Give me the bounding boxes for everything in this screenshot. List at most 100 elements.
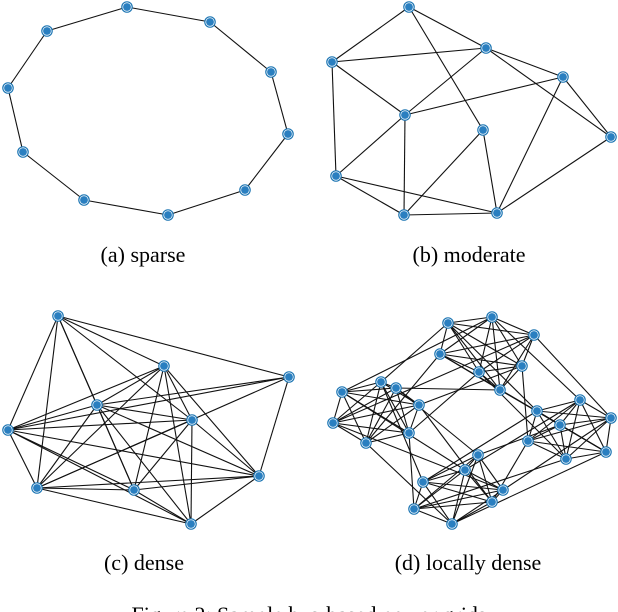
edge-moderate [562, 76, 612, 138]
edge-locally-dense [413, 454, 479, 510]
node-dense [253, 470, 265, 482]
edge-locally-dense [418, 404, 493, 503]
edge-locally-dense [380, 322, 449, 383]
node-locally-dense [522, 435, 534, 447]
edge-sparse [167, 189, 246, 216]
edge-dense [133, 419, 193, 491]
node-dense [31, 482, 43, 494]
node-locally-dense [408, 503, 420, 515]
edge-locally-dense [341, 316, 493, 393]
edge-locally-dense [439, 334, 535, 355]
graph-sparse [2, 1, 294, 221]
node-moderate [398, 209, 410, 221]
edge-locally-dense [413, 508, 453, 525]
node-sparse [2, 82, 14, 94]
edge-locally-dense [395, 387, 501, 391]
node-sparse [41, 25, 53, 37]
edge-locally-dense [422, 481, 453, 525]
edge-moderate [404, 76, 564, 116]
edge-dense [258, 376, 290, 477]
node-locally-dense [403, 427, 415, 439]
caption-dense: (c) dense [104, 550, 184, 575]
caption-sparse: (a) sparse [101, 242, 186, 267]
edge-locally-dense [527, 440, 607, 453]
node-locally-dense [486, 311, 498, 323]
edge-locally-dense [413, 501, 493, 510]
edge-dense [133, 475, 260, 491]
edge-dense [7, 429, 192, 525]
edge-locally-dense [447, 322, 480, 373]
node-locally-dense [327, 417, 339, 429]
edge-dense [36, 487, 135, 491]
node-locally-dense [554, 419, 566, 431]
edges-moderate [331, 6, 612, 216]
edge-locally-dense [380, 381, 424, 483]
edge-dense [7, 429, 38, 489]
node-locally-dense [442, 317, 454, 329]
edge-moderate [331, 6, 410, 63]
edge-locally-dense [499, 389, 561, 426]
node-moderate [403, 1, 415, 13]
edge-dense [57, 315, 290, 378]
nodes-sparse [2, 1, 294, 221]
edge-sparse [46, 6, 128, 32]
node-locally-dense [459, 464, 471, 476]
edge-moderate [408, 6, 487, 49]
edge-locally-dense [491, 316, 523, 367]
edge-locally-dense [341, 381, 382, 393]
edge-moderate [485, 47, 612, 138]
edge-locally-dense [332, 381, 382, 424]
edge-locally-dense [579, 399, 612, 419]
edge-dense [96, 376, 290, 406]
edge-locally-dense [451, 489, 504, 525]
node-locally-dense [486, 496, 498, 508]
edge-locally-dense [499, 334, 535, 391]
edge-moderate [408, 6, 484, 131]
edge-moderate [496, 136, 612, 214]
edge-moderate [403, 212, 498, 216]
edge-dense [7, 315, 59, 431]
edge-locally-dense [451, 451, 607, 525]
node-dense [2, 424, 14, 436]
edge-dense [191, 419, 260, 477]
node-moderate [557, 71, 569, 83]
edge-dense [36, 404, 98, 489]
node-locally-dense [600, 446, 612, 458]
node-moderate [477, 124, 489, 136]
edge-dense [7, 419, 193, 431]
edge-moderate [331, 61, 337, 177]
node-locally-dense [473, 366, 485, 378]
edge-sparse [7, 87, 24, 153]
edge-dense [7, 429, 135, 491]
node-dense [128, 484, 140, 496]
caption-moderate: (b) moderate [413, 242, 526, 267]
edge-moderate [496, 76, 564, 214]
edge-sparse [244, 133, 289, 191]
node-moderate [605, 131, 617, 143]
node-dense [52, 310, 64, 322]
edge-sparse [7, 30, 48, 89]
edge-dense [96, 404, 193, 421]
node-locally-dense [417, 476, 429, 488]
edge-locally-dense [332, 334, 535, 424]
node-dense [158, 360, 170, 372]
edge-sparse [83, 199, 169, 216]
node-locally-dense [516, 360, 528, 372]
edge-dense [36, 365, 165, 489]
node-locally-dense [472, 449, 484, 461]
node-dense [91, 399, 103, 411]
edge-locally-dense [422, 481, 504, 491]
edge-dense [36, 315, 59, 489]
node-dense [186, 414, 198, 426]
nodes-moderate [326, 1, 617, 221]
edge-locally-dense [491, 316, 535, 336]
edge-locally-dense [365, 442, 453, 525]
edge-dense [7, 365, 165, 431]
edge-dense [7, 404, 98, 431]
edge-sparse [209, 21, 272, 73]
edge-locally-dense [439, 316, 493, 355]
edges-locally-dense [332, 316, 612, 525]
edge-dense [57, 315, 193, 421]
nodes-dense [2, 310, 295, 530]
node-locally-dense [605, 412, 617, 424]
